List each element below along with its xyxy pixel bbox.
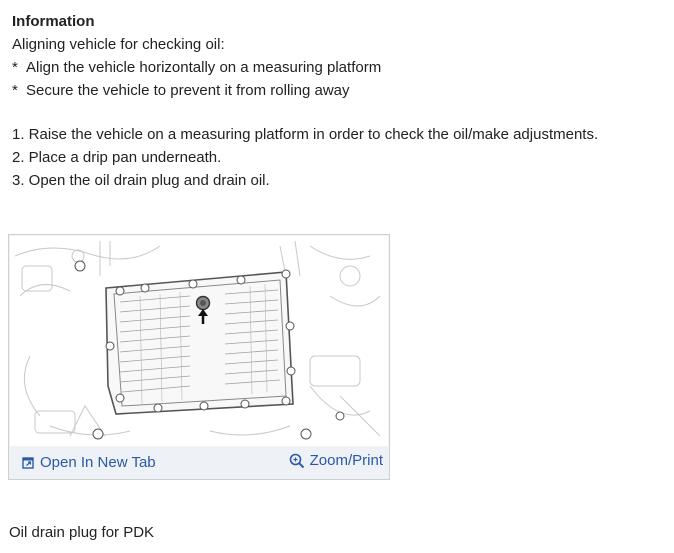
figure-toolbar: Open In New Tab Zoom/Print <box>9 447 389 479</box>
open-in-new-tab-link[interactable]: Open In New Tab <box>22 454 156 471</box>
bullet-marker: * <box>12 59 18 76</box>
intro-text: Aligning vehicle for checking oil: <box>12 36 225 53</box>
bullet-item: * Align the vehicle horizontally on a mea… <box>12 56 667 79</box>
bullet-marker: * <box>12 82 18 99</box>
figure-caption: Oil drain plug for PDK <box>9 524 155 541</box>
zoom-print-link[interactable]: Zoom/Print <box>289 452 383 469</box>
open-new-tab-icon <box>22 456 35 469</box>
information-section: Information Aligning vehicle for checkin… <box>12 10 667 192</box>
step-item: 1. Raise the vehicle on a measuring plat… <box>12 126 599 143</box>
spacer <box>12 102 667 123</box>
oil-pan-illustration <box>14 240 381 440</box>
zoom-print-label: Zoom/Print <box>309 452 383 469</box>
step-item: 3. Open the oil drain plug and drain oil… <box>12 172 270 189</box>
magnifier-icon <box>289 453 305 469</box>
information-heading: Information <box>12 13 95 30</box>
step-item: 2. Place a drip pan underneath. <box>12 149 222 166</box>
arrow-icon <box>198 309 208 316</box>
bullet-item: * Secure the vehicle to prevent it from r… <box>12 79 667 102</box>
open-in-new-tab-label: Open In New Tab <box>40 454 156 471</box>
bullet-text: Align the vehicle horizontally on a meas… <box>26 59 382 76</box>
oil-pan-diagram[interactable] <box>10 236 388 446</box>
bullet-text: Secure the vehicle to prevent it from ro… <box>26 82 350 99</box>
figure-container: Open In New Tab Zoom/Print <box>8 234 390 480</box>
